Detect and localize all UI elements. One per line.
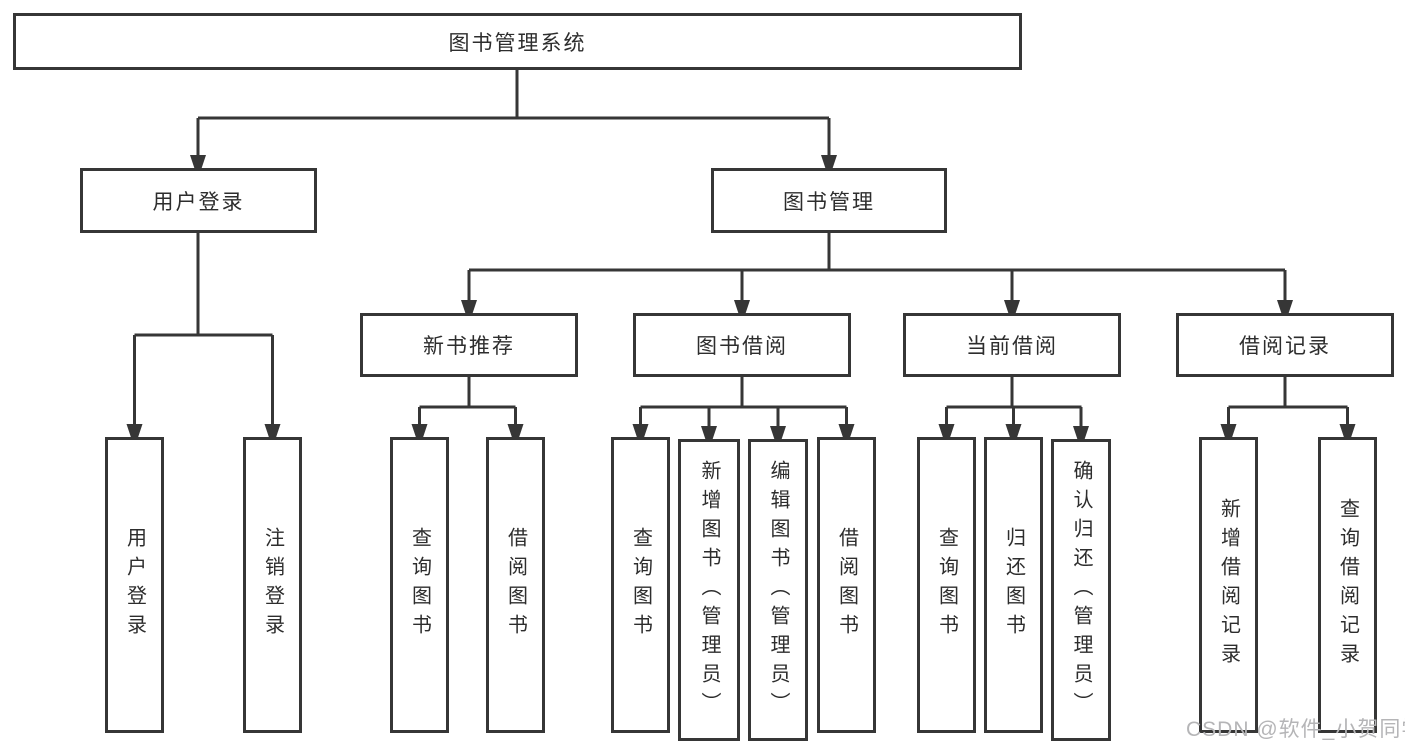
leaf-label: 确认归还（管理员） xyxy=(1070,459,1092,721)
leaf-edit-book-admin: 编辑图书（管理员） xyxy=(748,439,808,741)
leaf-label: 查询图书 xyxy=(629,527,652,643)
node-label: 图书管理系统 xyxy=(448,31,587,55)
node-label: 借阅记录 xyxy=(1239,335,1331,358)
node-book-borrow: 图书借阅 xyxy=(633,313,851,377)
leaf-label: 查询图书 xyxy=(408,527,431,643)
leaf-label: 借阅图书 xyxy=(504,527,527,643)
leaf-label: 查询借阅记录 xyxy=(1336,498,1359,672)
leaf-label: 归还图书 xyxy=(1002,527,1025,643)
leaf-label: 编辑图书（管理员） xyxy=(767,459,789,721)
node-label: 当前借阅 xyxy=(966,335,1058,358)
leaf-label: 用户登录 xyxy=(123,527,146,643)
leaf-query-book-borrow: 查询图书 xyxy=(611,437,670,733)
leaf-add-borrow-record: 新增借阅记录 xyxy=(1199,437,1258,733)
leaf-label: 注销登录 xyxy=(261,527,284,643)
leaf-label: 借阅图书 xyxy=(835,527,858,643)
node-label: 新书推荐 xyxy=(423,335,515,358)
leaf-query-book-current: 查询图书 xyxy=(917,437,976,733)
csdn-watermark: CSDN @软件_小贺同学 xyxy=(1186,718,1405,741)
leaf-label: 新增借阅记录 xyxy=(1217,498,1240,672)
node-borrow-record: 借阅记录 xyxy=(1176,313,1394,377)
node-label: 图书借阅 xyxy=(696,335,788,358)
leaf-add-book-admin: 新增图书（管理员） xyxy=(678,439,740,741)
leaf-borrow-book: 借阅图书 xyxy=(817,437,876,733)
node-user-login: 用户登录 xyxy=(80,168,317,233)
node-current-borrow: 当前借阅 xyxy=(903,313,1121,377)
leaf-label: 查询图书 xyxy=(935,527,958,643)
node-book-management: 图书管理 xyxy=(711,168,947,233)
leaf-borrow-book-recommend: 借阅图书 xyxy=(486,437,545,733)
node-label: 用户登录 xyxy=(152,190,245,214)
leaf-label: 新增图书（管理员） xyxy=(698,459,720,721)
leaf-return-book: 归还图书 xyxy=(984,437,1043,733)
leaf-logout: 注销登录 xyxy=(243,437,302,733)
leaf-query-borrow-record: 查询借阅记录 xyxy=(1318,437,1377,733)
leaf-confirm-return-admin: 确认归还（管理员） xyxy=(1051,439,1111,741)
node-new-book-recommend: 新书推荐 xyxy=(360,313,578,377)
node-library-management-system: 图书管理系统 xyxy=(13,13,1022,70)
leaf-user-login: 用户登录 xyxy=(105,437,164,733)
leaf-query-book-recommend: 查询图书 xyxy=(390,437,449,733)
node-label: 图书管理 xyxy=(783,190,875,214)
